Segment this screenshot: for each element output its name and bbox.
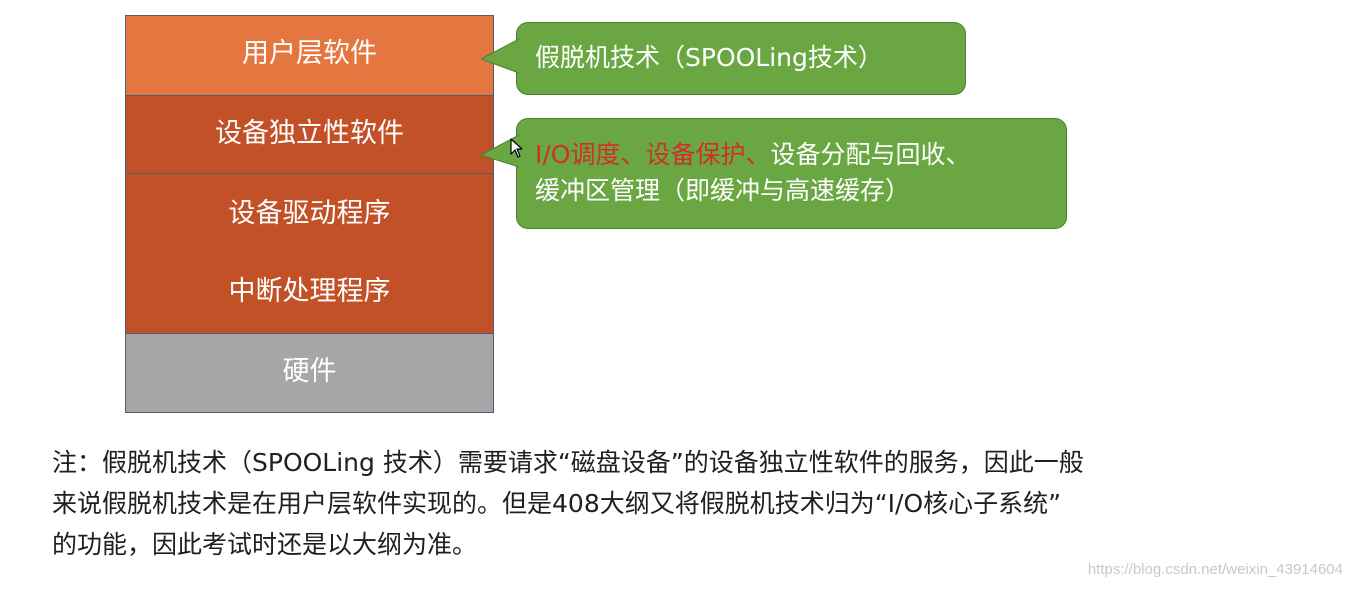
layer-hardware: 硬件: [125, 333, 494, 413]
callout-spooling-text: 假脱机技术（SPOOLing技术）: [535, 43, 883, 72]
layer-driver-label: 设备驱动程序: [228, 198, 391, 229]
callout-pointer-icon: [481, 134, 519, 168]
callout-device-independent-functions: I/O调度、设备保护、设备分配与回收、 缓冲区管理（即缓冲与高速缓存）: [481, 118, 1067, 229]
callout-spooling: 假脱机技术（SPOOLing技术）: [481, 22, 966, 95]
layer-driver-and-interrupt: 设备驱动程序 中断处理程序: [125, 173, 494, 334]
io-scheduling-text: I/O调度: [535, 140, 621, 169]
callout-line-2: 缓冲区管理（即缓冲与高速缓存）: [535, 176, 911, 205]
mouse-cursor-icon: [510, 138, 523, 158]
device-protection-text: 设备保护: [645, 140, 746, 169]
callout-pointer-icon: [481, 38, 519, 74]
note-paragraph: 注：假脱机技术（SPOOLing 技术）需要请求“磁盘设备”的设备独立性软件的服…: [52, 442, 1312, 565]
layer-device-independent-label: 设备独立性软件: [215, 118, 404, 149]
note-line-2: 来说假脱机技术是在用户层软件实现的。但是408大纲又将假脱机技术归为“I/O核心…: [52, 489, 1062, 518]
separator-text: 、: [620, 140, 646, 169]
layer-user-software: 用户层软件: [125, 15, 494, 96]
note-line-3: 的功能，因此考试时还是以大纲为准。: [52, 530, 478, 559]
device-allocation-text: 设备分配与回收、: [770, 140, 971, 169]
layer-interrupt-label: 中断处理程序: [228, 276, 391, 307]
layer-hardware-label: 硬件: [282, 356, 337, 387]
note-line-1: 注：假脱机技术（SPOOLing 技术）需要请求“磁盘设备”的设备独立性软件的服…: [52, 448, 1084, 477]
layer-device-independent-software: 设备独立性软件: [125, 95, 494, 174]
separator-text: 、: [745, 140, 771, 169]
watermark-url: https://blog.csdn.net/weixin_43914604: [1087, 561, 1343, 578]
layer-user-software-label: 用户层软件: [242, 38, 377, 69]
callout-line-1: I/O调度、设备保护、设备分配与回收、: [535, 137, 1066, 173]
